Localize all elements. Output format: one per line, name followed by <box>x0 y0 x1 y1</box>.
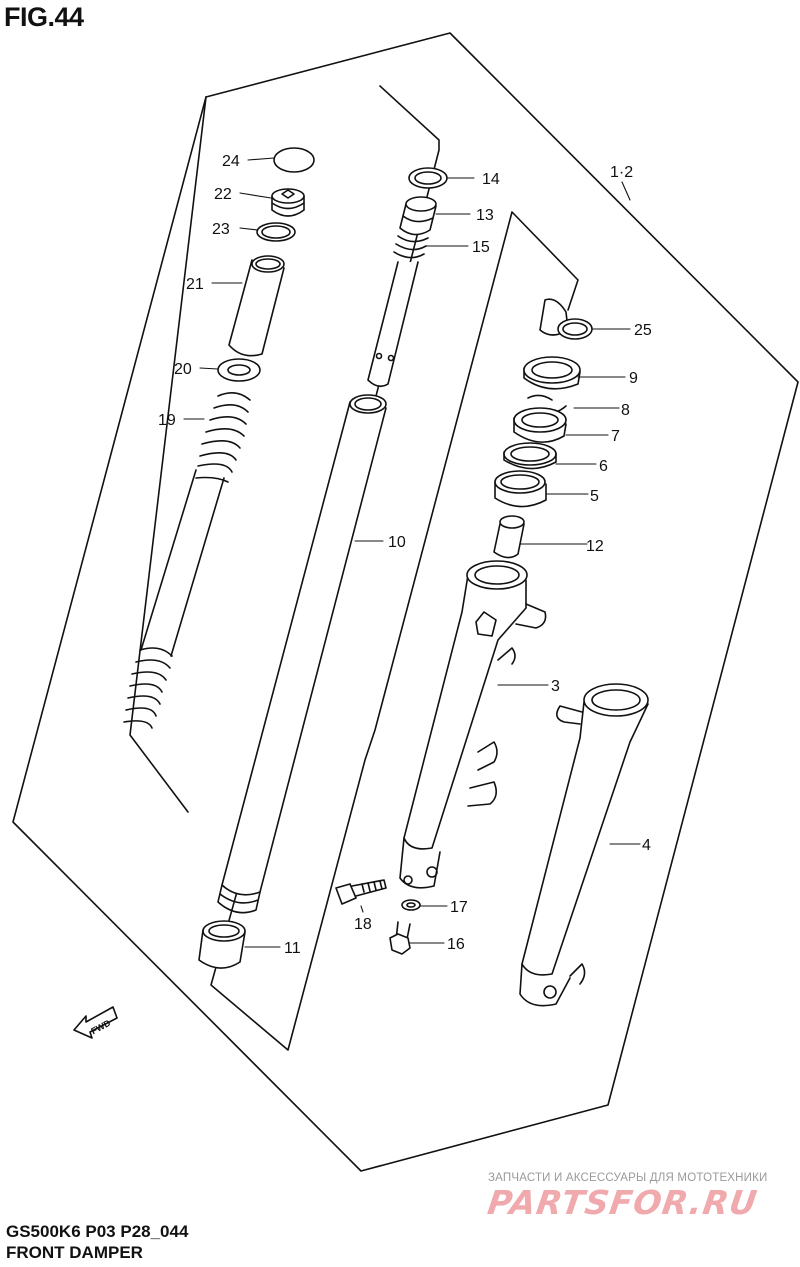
part-4-outer-tube <box>519 683 649 1007</box>
callout-17: 17 <box>450 899 468 916</box>
part-17-washer <box>401 899 421 911</box>
callout-16: 16 <box>447 936 465 953</box>
part-24-cap <box>273 147 315 173</box>
callout-5: 5 <box>590 488 599 505</box>
part-16-bolt <box>389 921 411 955</box>
callout-24: 24 <box>222 153 240 170</box>
callout-10: 10 <box>388 534 406 551</box>
callout-11: 11 <box>284 940 301 957</box>
callout-25: 25 <box>634 322 652 339</box>
callout-9: 9 <box>629 370 638 387</box>
callout-23: 23 <box>212 221 230 238</box>
callout-7: 7 <box>611 428 620 445</box>
callout-15: 15 <box>472 239 490 256</box>
callout-21: 21 <box>186 276 204 293</box>
assembly-outline <box>12 32 799 1172</box>
model-code: GS500K6 P03 P28_044 <box>6 1222 189 1241</box>
part-11-bushing <box>198 920 246 969</box>
callout-14: 14 <box>482 171 500 188</box>
callout-12: 12 <box>586 538 604 555</box>
callout-6: 6 <box>599 458 608 475</box>
assembly-label: 1·2 <box>610 164 633 181</box>
part-15-ring <box>393 235 429 259</box>
inner-tube-panel <box>210 85 579 1051</box>
part-19-spring <box>123 392 251 729</box>
spring-panel <box>129 96 207 813</box>
callout-19: 19 <box>158 412 176 429</box>
callout-3: 3 <box>551 678 560 695</box>
part-22-bolt <box>271 188 305 217</box>
callout-13: 13 <box>476 207 494 224</box>
leader-lines <box>183 157 641 948</box>
part-13-piston <box>399 196 437 236</box>
part-20-washer <box>217 358 261 382</box>
callout-8: 8 <box>621 402 630 419</box>
part-5-bushing <box>494 470 547 508</box>
watermark-logo: PARTSFOR.RU <box>485 1183 761 1222</box>
part-18-bolt <box>335 879 387 905</box>
part-7-oil-seal <box>513 407 567 443</box>
callout-22: 22 <box>214 186 232 203</box>
part-6-washer <box>503 442 557 470</box>
figure-title: FIG.44 <box>4 2 84 32</box>
callout-4: 4 <box>642 837 651 854</box>
callout-20: 20 <box>174 361 192 378</box>
part-10-inner-tube <box>217 394 387 914</box>
part-21-spacer <box>228 255 285 357</box>
callout-18: 18 <box>354 916 372 933</box>
part-23-oring <box>256 222 296 242</box>
part-14-ring <box>408 167 448 189</box>
part-25-dust-seal <box>539 298 593 340</box>
diagram-name: FRONT DAMPER <box>6 1243 143 1262</box>
damper-rod <box>367 261 419 388</box>
part-12-oil-lock <box>493 515 525 559</box>
fwd-arrow-icon <box>73 1006 118 1039</box>
part-3-outer-tube <box>399 560 547 889</box>
part-9-ring <box>523 356 581 390</box>
watermark-text: ЗАПЧАСТИ И АКСЕССУАРЫ ДЛЯ МОТОТЕХНИКИ <box>488 1172 768 1184</box>
